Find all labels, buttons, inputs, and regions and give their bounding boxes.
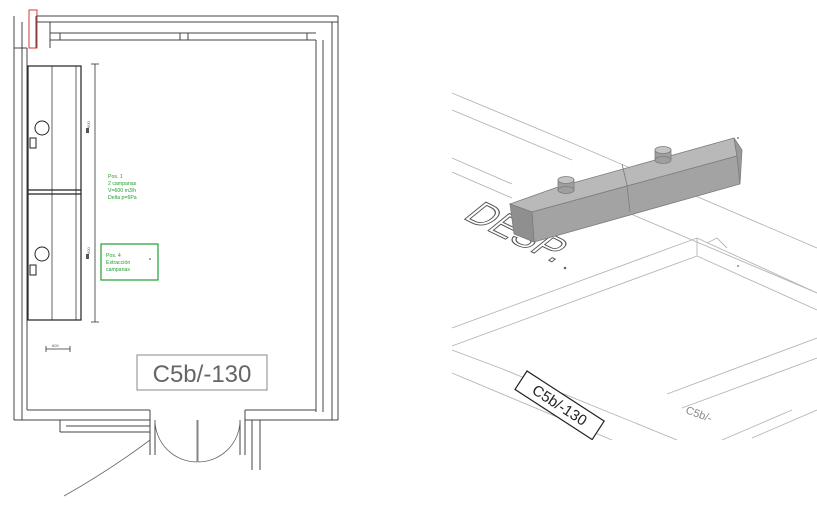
- dim-hood-1: 600: [86, 121, 91, 128]
- bottom-dimension: [45, 346, 71, 352]
- annotation-pos-4: Pos. 4 Extracción campanas: [100, 243, 159, 281]
- floor-plan-drawing: 600 600 600 Pos. 1 2 campanas V=600 m3/h…: [13, 9, 339, 497]
- annotation-1-line-2: 2 campanas: [108, 181, 137, 187]
- room-label-plan: C5b/-130: [136, 354, 268, 391]
- pipe-markers: [86, 128, 89, 259]
- dim-label: 600: [52, 343, 59, 348]
- isometric-drawing: DESP. C5b/-130 C5b/-: [451, 92, 817, 441]
- iso-edge-label: C5b/-: [684, 405, 714, 426]
- annotation-2-line-1: Pos. 4: [106, 253, 121, 259]
- dim-hood-2: 600: [86, 247, 91, 254]
- sink-circle-1: [34, 120, 50, 136]
- hood-counter: [27, 65, 82, 321]
- floor-lines: [451, 92, 817, 441]
- tap-1: [29, 137, 37, 149]
- annotation-1-line-4: Delta p=6Pa: [108, 195, 137, 201]
- annotation-2-line-3: campanas: [106, 267, 130, 273]
- floor-plan-view: 600 600 600 Pos. 1 2 campanas V=600 m3/h…: [0, 0, 345, 501]
- walls: [13, 15, 339, 470]
- annotation-pos-1: Pos. 1 2 campanas V=600 m3/h Delta p=6Pa: [108, 174, 137, 201]
- annotation-1-line-1: Pos. 1: [108, 174, 123, 180]
- sink-fixtures: [29, 120, 50, 276]
- exhaust-outlet-1: [557, 176, 575, 194]
- vertical-dimension: [91, 63, 99, 323]
- hood-3d: [508, 137, 743, 243]
- tap-2: [29, 264, 37, 276]
- exhaust-outlet-2: [654, 146, 672, 164]
- isometric-view: DESP. C5b/-130 C5b/-: [451, 88, 817, 441]
- double-door: [63, 419, 241, 497]
- annotation-1-line-3: V=600 m3/h: [108, 188, 136, 194]
- room-label-text: C5b/-130: [153, 361, 252, 388]
- wall-marker-red: [28, 9, 38, 49]
- annotation-2-line-2: Extracción: [106, 260, 130, 266]
- sink-circle-2: [34, 246, 50, 262]
